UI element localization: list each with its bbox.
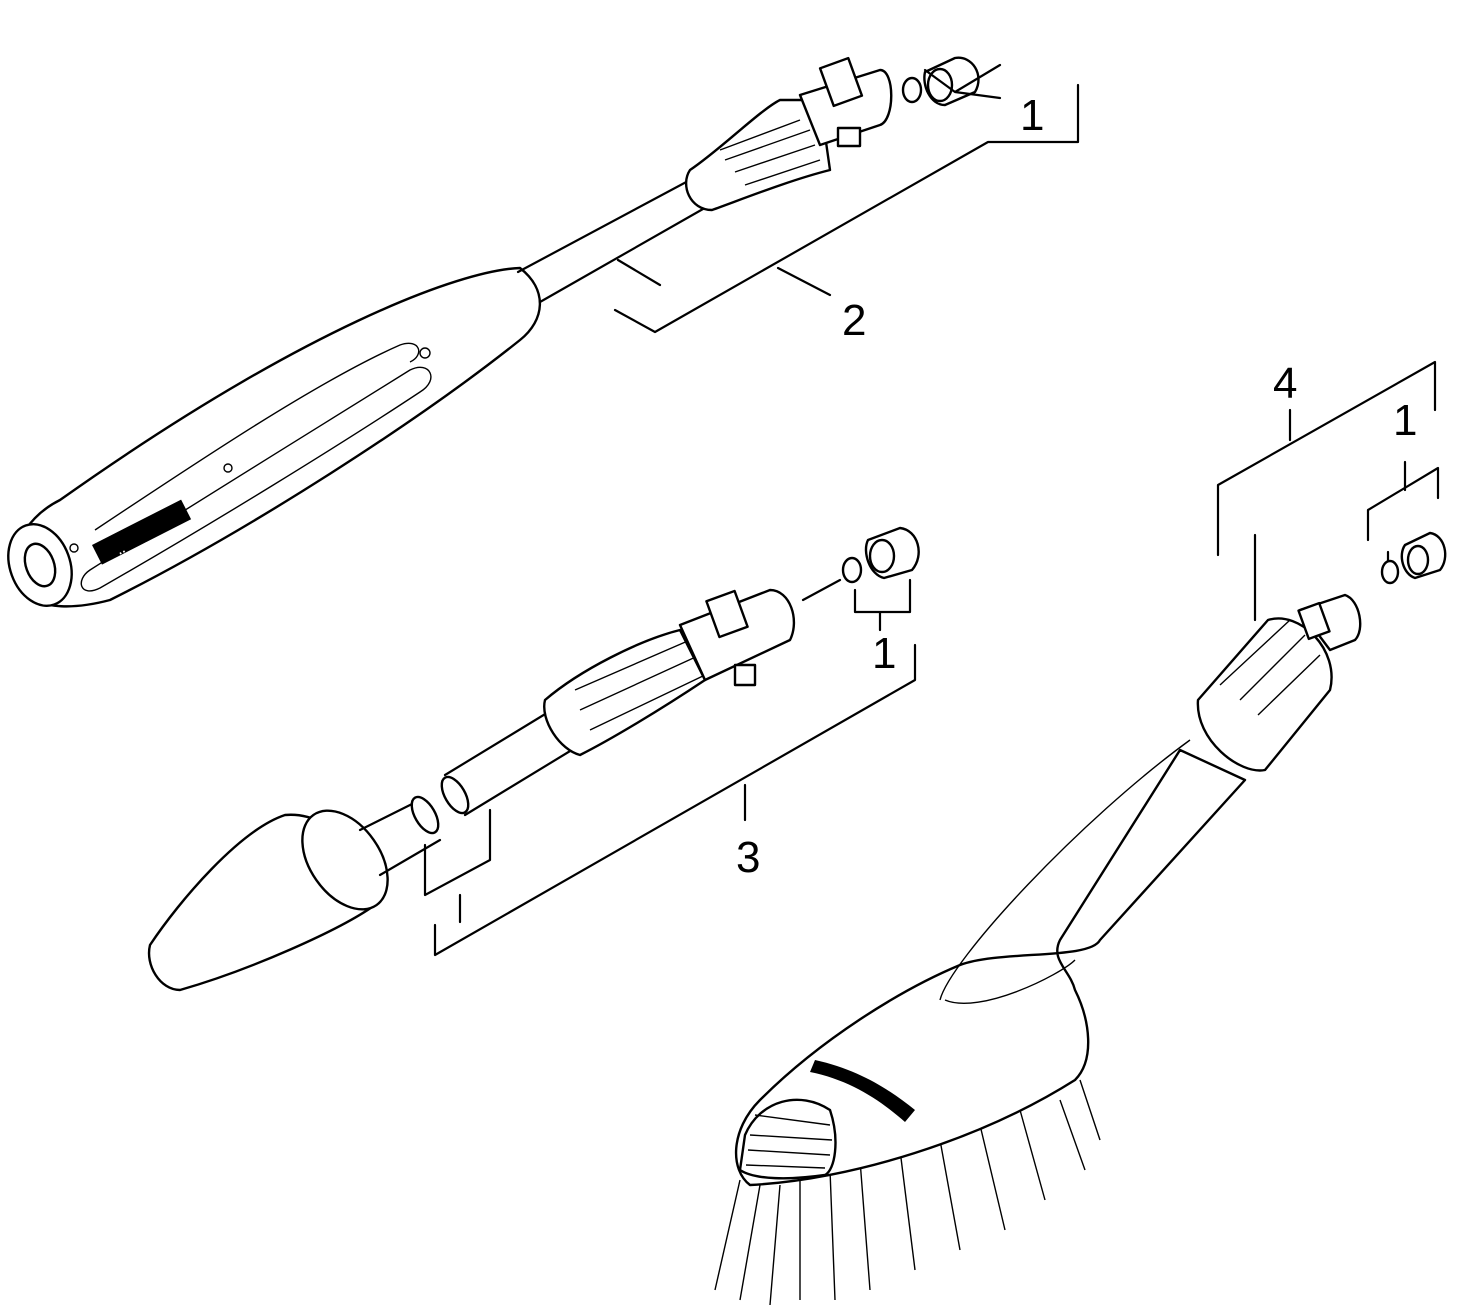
callout-4: 4 — [1273, 359, 1297, 408]
callout-1-middle: 1 — [872, 629, 896, 678]
leader-1-middle — [423, 578, 917, 957]
spray-lance-part-2: KÄRCHER — [7, 56, 980, 608]
leader-4 — [1216, 360, 1440, 622]
callout-1-right: 1 — [1393, 396, 1417, 445]
leader-2 — [616, 258, 832, 297]
callout-3: 3 — [736, 833, 760, 882]
leader-1-top — [613, 63, 1080, 334]
wash-brush-part-4 — [714, 531, 1447, 1306]
callout-2: 2 — [842, 296, 866, 345]
rotary-nozzle-part-3 — [147, 526, 920, 992]
callout-1-top: 1 — [1020, 91, 1044, 140]
